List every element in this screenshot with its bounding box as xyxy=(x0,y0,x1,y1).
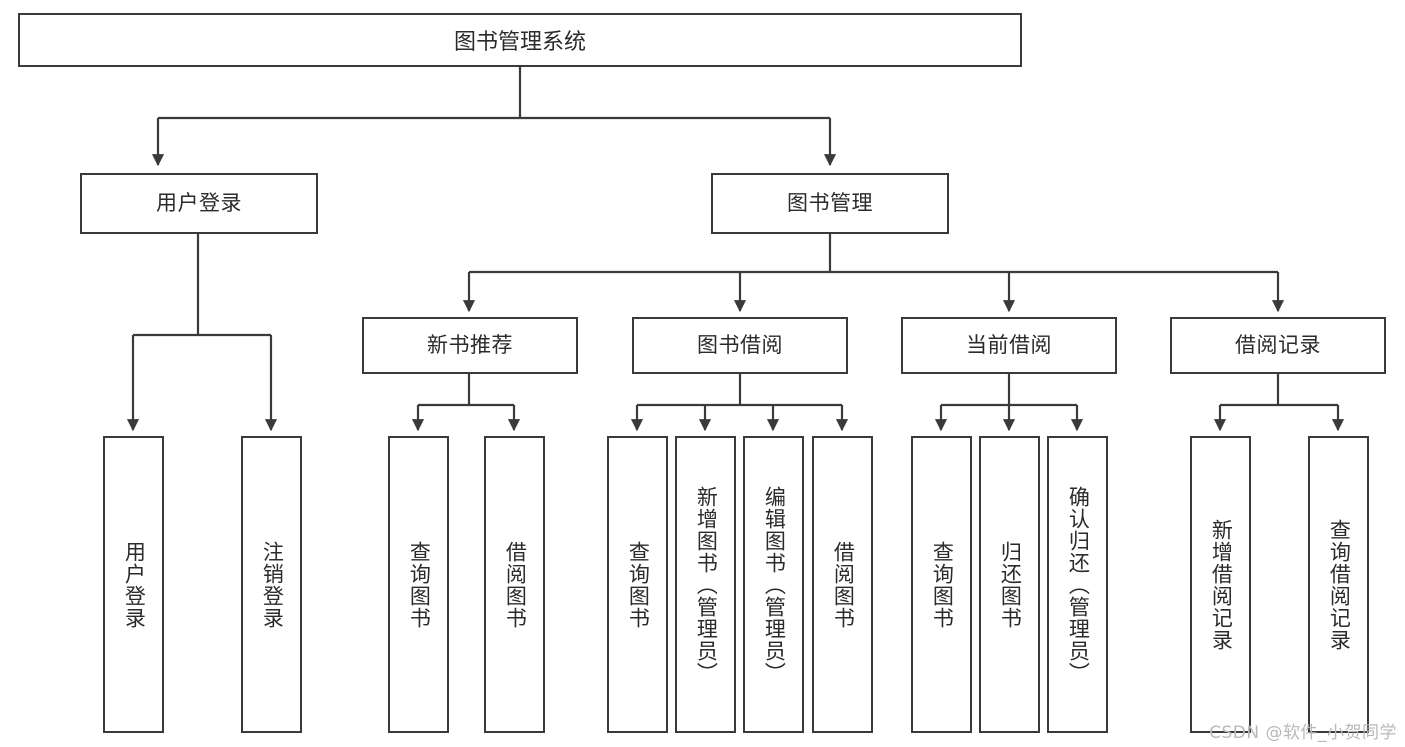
node-label: 图书管理 xyxy=(787,190,873,215)
leaf-label: 查询图书 xyxy=(626,540,651,629)
leaf-logout[interactable]: 注销登录 xyxy=(241,436,302,733)
leaf-label: 用户登录 xyxy=(122,540,147,629)
leaf-label: 借阅图书 xyxy=(503,540,528,629)
leaf-label: 查询借阅记录 xyxy=(1327,518,1352,651)
leaf-label: 确认归还（管理员） xyxy=(1066,485,1091,684)
leaf-query-borrow-record[interactable]: 查询借阅记录 xyxy=(1308,436,1369,733)
node-label: 当前借阅 xyxy=(966,332,1052,357)
leaf-label: 编辑图书（管理员） xyxy=(762,485,787,684)
leaf-confirm-return-admin[interactable]: 确认归还（管理员） xyxy=(1047,436,1108,733)
leaf-user-login[interactable]: 用户登录 xyxy=(103,436,164,733)
node-label: 新书推荐 xyxy=(427,332,513,357)
node-root-book-management-system[interactable]: 图书管理系统 xyxy=(18,13,1022,67)
node-book-borrow[interactable]: 图书借阅 xyxy=(632,317,848,374)
leaf-label: 查询图书 xyxy=(407,540,432,629)
leaf-add-borrow-record[interactable]: 新增借阅记录 xyxy=(1190,436,1251,733)
node-new-book-recommend[interactable]: 新书推荐 xyxy=(362,317,578,374)
leaf-query-book-current[interactable]: 查询图书 xyxy=(911,436,972,733)
node-label: 借阅记录 xyxy=(1235,332,1321,357)
leaf-borrow-book-recommend[interactable]: 借阅图书 xyxy=(484,436,545,733)
node-label: 图书借阅 xyxy=(697,332,783,357)
node-label: 图书管理系统 xyxy=(453,30,586,55)
leaf-query-book-borrow[interactable]: 查询图书 xyxy=(607,436,668,733)
leaf-add-book-admin[interactable]: 新增图书（管理员） xyxy=(675,436,736,733)
leaf-return-book[interactable]: 归还图书 xyxy=(979,436,1040,733)
node-book-management[interactable]: 图书管理 xyxy=(711,173,949,234)
leaf-label: 新增图书（管理员） xyxy=(694,485,719,684)
node-current-borrow[interactable]: 当前借阅 xyxy=(901,317,1117,374)
leaf-query-book-recommend[interactable]: 查询图书 xyxy=(388,436,449,733)
leaf-edit-book-admin[interactable]: 编辑图书（管理员） xyxy=(743,436,804,733)
node-label: 用户登录 xyxy=(156,190,242,215)
node-borrow-record[interactable]: 借阅记录 xyxy=(1170,317,1386,374)
watermark: CSDN @软件_小贺同学 xyxy=(1209,723,1397,743)
leaf-label: 注销登录 xyxy=(260,540,285,629)
leaf-label: 归还图书 xyxy=(998,540,1023,629)
leaf-label: 查询图书 xyxy=(930,540,955,629)
node-user-login[interactable]: 用户登录 xyxy=(80,173,318,234)
leaf-label: 新增借阅记录 xyxy=(1209,518,1234,651)
leaf-label: 借阅图书 xyxy=(831,540,856,629)
leaf-borrow-book[interactable]: 借阅图书 xyxy=(812,436,873,733)
